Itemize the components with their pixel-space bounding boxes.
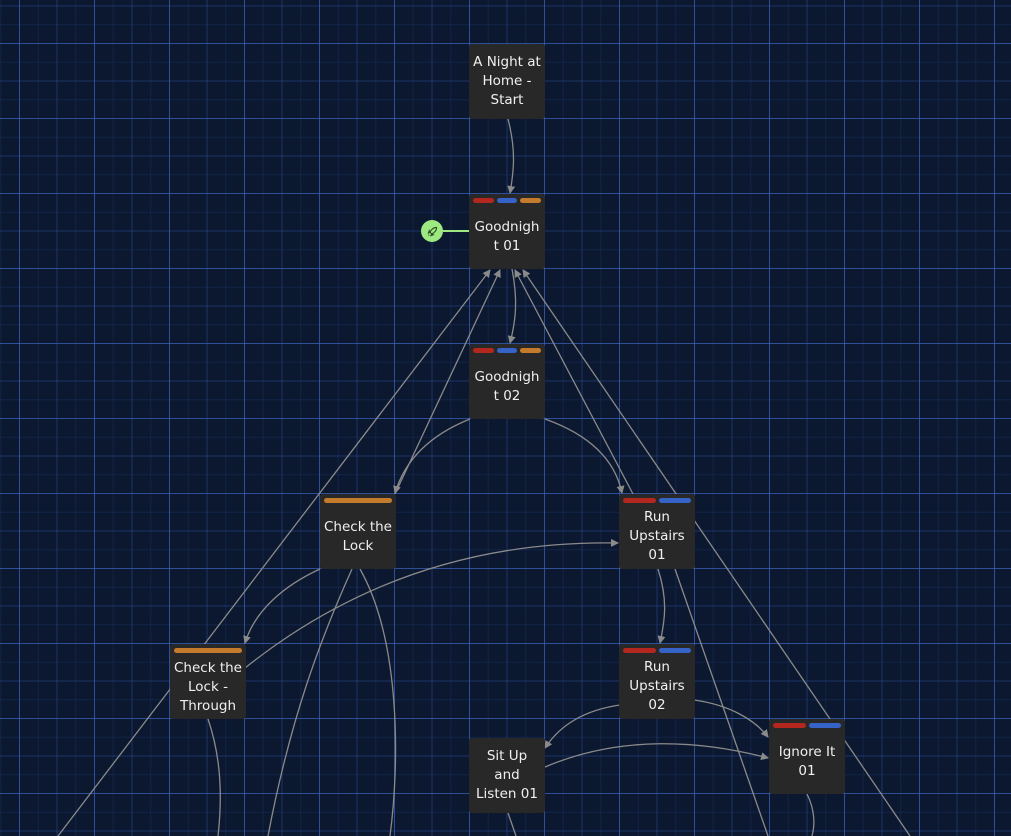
node-gn02[interactable]: Goodnight 02: [469, 344, 545, 419]
node-start[interactable]: A Night at Home - Start: [469, 44, 545, 119]
node-ru02[interactable]: Run Upstairs 02: [619, 644, 695, 719]
edge: [244, 538, 619, 669]
tag-orange: [520, 348, 542, 353]
node-tags: [769, 719, 845, 729]
edge: [267, 568, 353, 836]
edge: [243, 568, 321, 644]
edge: [522, 269, 911, 836]
node-title: Check the Lock - Through the Ch: [174, 660, 242, 719]
edge: [674, 568, 769, 836]
node-title: Check the Lock: [324, 518, 392, 554]
node-ru01[interactable]: Run Upstairs 01: [619, 494, 695, 569]
tag-orange: [174, 648, 242, 653]
node-tags: [619, 644, 695, 654]
node-lock[interactable]: Check the Lock: [320, 494, 396, 569]
node-title: Run Upstairs 02: [629, 659, 685, 713]
tag-red: [473, 198, 494, 203]
tag-blue: [658, 498, 691, 503]
tag-blue: [496, 348, 518, 353]
node-title: Ignore It 01: [778, 743, 836, 779]
node-situp[interactable]: Sit Up and Listen 01: [469, 738, 545, 813]
tag-red: [623, 498, 656, 503]
tag-blue: [658, 648, 691, 653]
node-title: Sit Up and Listen 01: [476, 748, 538, 802]
node-gn01[interactable]: Goodnight 01: [469, 194, 545, 269]
rocket-icon: [427, 226, 437, 236]
node-tags: [170, 644, 246, 653]
node-tags: [320, 494, 396, 504]
edge: [544, 743, 769, 768]
node-ignore[interactable]: Ignore It 01: [769, 719, 845, 794]
start-marker-connector: [443, 230, 470, 232]
edge: [394, 269, 501, 495]
tag-red: [473, 348, 494, 353]
edge: [514, 269, 634, 495]
edge: [359, 568, 397, 836]
tag-orange: [324, 498, 392, 503]
edge: [57, 269, 491, 836]
node-tags: [469, 344, 545, 354]
edge: [806, 793, 815, 836]
node-title: Run Upstairs 01: [629, 509, 685, 563]
node-lockthrough[interactable]: Check the Lock - Through the Ch: [170, 644, 246, 719]
start-marker[interactable]: [421, 220, 443, 242]
edge: [544, 418, 625, 494]
edge: [207, 718, 221, 836]
edge: [657, 568, 666, 644]
node-title: A Night at Home - Start: [473, 54, 541, 108]
tag-red: [623, 648, 656, 653]
node-tags: [469, 194, 545, 204]
tag-blue: [496, 198, 518, 203]
edge: [507, 812, 517, 836]
tag-red: [773, 723, 806, 728]
node-title: Goodnight 01: [474, 218, 540, 254]
edge: [507, 268, 517, 344]
edge: [393, 418, 471, 494]
node-tags: [619, 494, 695, 504]
tag-orange: [520, 198, 542, 203]
edge: [693, 699, 769, 738]
edge: [544, 704, 621, 749]
tag-blue: [808, 723, 841, 728]
edge: [507, 118, 516, 194]
node-title: Goodnight 02: [474, 368, 540, 404]
